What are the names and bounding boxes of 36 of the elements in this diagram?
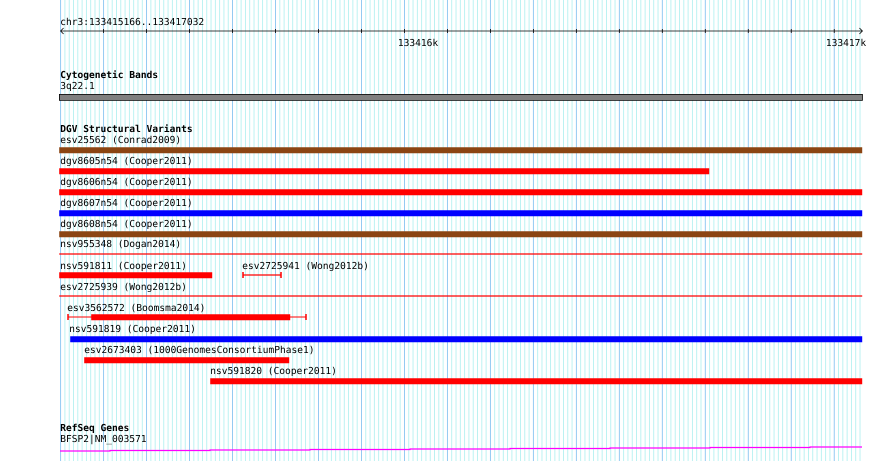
feature-line (59, 253, 862, 255)
feature-label: esv2725939 (Wong2012b) (60, 282, 185, 292)
feature-label: dgv8606n54 (Cooper2011) (60, 178, 191, 188)
feature-bar (59, 147, 862, 154)
feature-bar (67, 314, 307, 320)
feature-label: 3q22.1 (60, 82, 94, 91)
feature-bar (59, 168, 710, 174)
feature-label: nsv591819 (Cooper2011) (70, 324, 194, 334)
feature-bar (210, 378, 862, 384)
feature-label: esv2673403 (1000GenomesConsortiumPhase1) (84, 346, 313, 354)
feature-line (59, 295, 862, 297)
coordinate-label: chr3:133415166..133417032 (61, 18, 204, 26)
feature-label: esv2725941 (Wong2012b) (242, 262, 367, 272)
feature-bar (70, 336, 862, 342)
feature-label: dgv8605n54 (Cooper2011) (60, 156, 191, 166)
tick-label: 133416k (399, 38, 438, 46)
feature-line (242, 272, 282, 278)
track-heading: RefSeq Genes (60, 424, 129, 433)
feature-bar (59, 210, 862, 216)
feature-label: dgv8608n54 (Cooper2011) (60, 220, 191, 230)
feature-bar (59, 272, 212, 278)
feature-bar (84, 357, 290, 364)
tick-label: 133417k (827, 38, 866, 46)
track-heading: DGV Structural Variants (60, 124, 192, 132)
track-heading: Cytogenetic Bands (60, 70, 158, 80)
feature-label: nsv591811 (Cooper2011) (61, 262, 185, 271)
feature-label: BFSP2|NM_003571 (61, 434, 146, 444)
feature-label: esv3562572 (Boomsma2014) (68, 304, 204, 312)
feature-bar (59, 231, 862, 238)
feature-label: nsv955348 (Dogan2014) (61, 240, 180, 250)
feature-label: esv25562 (Conrad2009) (60, 136, 180, 144)
feature-bar (59, 189, 862, 196)
band-bar (59, 94, 863, 101)
feature-label: nsv591820 (Cooper2011) (211, 366, 335, 376)
gene-line (60, 446, 862, 452)
feature-label: dgv8607n54 (Cooper2011) (60, 198, 191, 208)
